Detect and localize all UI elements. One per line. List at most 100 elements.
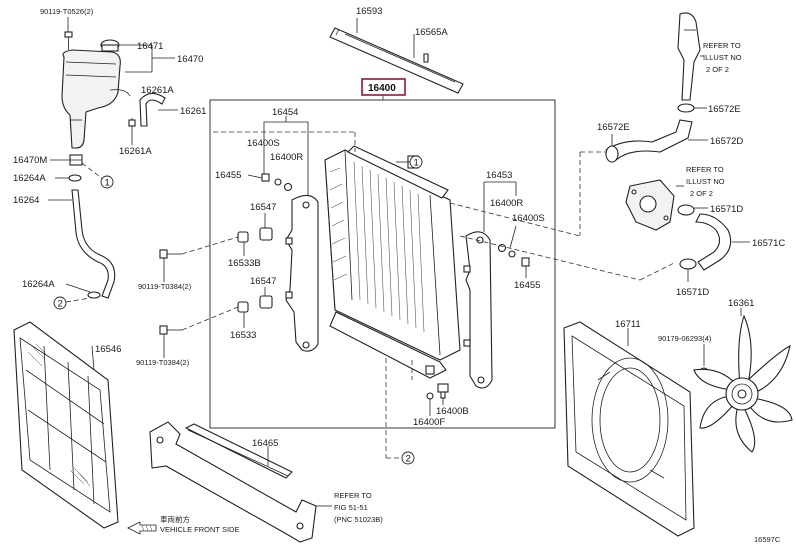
label-16572e-top[interactable]: 16572E xyxy=(597,122,630,133)
hose-clamp-16572e-bottom[interactable] xyxy=(605,145,619,163)
label-16400[interactable]: 16400 xyxy=(368,83,396,94)
label-16533[interactable]: 16533 xyxy=(230,330,256,341)
water-outlet-pipe[interactable] xyxy=(677,12,701,101)
ref1-line3[interactable]: 2 OF 2 xyxy=(706,65,729,74)
bushing-16400s-right[interactable] xyxy=(508,250,516,258)
label-16264a-bot[interactable]: 16264A xyxy=(22,279,55,290)
ref3-line3[interactable]: (PNC 51023B) xyxy=(334,515,383,524)
bolt-16455-left[interactable] xyxy=(261,173,270,182)
label-16572e[interactable]: 16572E xyxy=(708,104,741,115)
radiator-support-16453[interactable] xyxy=(463,231,493,389)
label-16400b[interactable]: 16400B xyxy=(436,406,469,417)
fan-shroud-16711[interactable] xyxy=(563,321,695,537)
hose-16261[interactable] xyxy=(139,92,166,127)
ref2-line1[interactable]: REFER TO xyxy=(686,165,724,174)
label-90119-t0384-a[interactable]: 90119-T0384(2) xyxy=(138,282,192,291)
label-16400r-right[interactable]: 16400R xyxy=(490,198,523,209)
cushion-16533[interactable] xyxy=(237,301,249,313)
cushion-16547-b[interactable] xyxy=(259,295,273,309)
label-16533b[interactable]: 16533B xyxy=(228,258,261,269)
upper-hose-16572d[interactable] xyxy=(605,119,693,161)
bolt-16455-right[interactable] xyxy=(521,257,530,267)
label-90119-t0384-b[interactable]: 90119-T0384(2) xyxy=(136,358,190,367)
hose-clamp-16571d-top[interactable] xyxy=(677,204,695,216)
bushing-16400s-left[interactable] xyxy=(274,178,282,186)
water-inlet-housing[interactable] xyxy=(625,179,675,231)
label-16400r-left[interactable]: 16400R xyxy=(270,152,303,163)
cap-16470m[interactable] xyxy=(69,154,83,166)
ref1-line2[interactable]: ILLUST NO xyxy=(703,53,742,62)
hose-clamp-16571d-bottom[interactable] xyxy=(679,258,697,270)
cushion-16400r-left[interactable] xyxy=(283,182,293,192)
label-16572d[interactable]: 16572D xyxy=(710,136,743,147)
ref-circle-1-center xyxy=(409,155,423,169)
vehicle-front-jp-label: 車両前方 xyxy=(160,514,190,524)
label-16453[interactable]: 16453 xyxy=(486,170,512,181)
part-16400-highlight-box[interactable] xyxy=(361,78,406,96)
hose-clamp-16572e-top[interactable] xyxy=(677,103,695,113)
label-90119-t0526[interactable]: 90119-T0526(2) xyxy=(40,7,94,16)
seal-bar-16465[interactable] xyxy=(184,423,293,479)
label-16571c[interactable]: 16571C xyxy=(752,238,785,249)
radiator-support-16454[interactable] xyxy=(285,194,319,352)
ref3-line2[interactable]: FIG 51-51 xyxy=(334,503,368,512)
reservoir-cap-16471[interactable] xyxy=(100,39,120,52)
label-16455-right[interactable]: 16455 xyxy=(514,280,540,291)
overflow-hose-16264[interactable] xyxy=(71,189,116,299)
lower-shroud-16546[interactable] xyxy=(13,321,119,529)
ref-circle-1-left xyxy=(100,175,114,189)
radiator-core-16400[interactable] xyxy=(324,145,461,379)
label-16465[interactable]: 16465 xyxy=(252,438,278,449)
label-16455-left[interactable]: 16455 xyxy=(215,170,241,181)
lower-hose-16571c[interactable] xyxy=(695,213,732,271)
label-16546[interactable]: 16546 xyxy=(95,344,121,355)
label-16571d-bottom[interactable]: 16571D xyxy=(676,287,709,298)
ref1-line1[interactable]: REFER TO xyxy=(703,41,741,50)
clip-16565a[interactable] xyxy=(423,53,429,63)
bolt-90119-t0384-b[interactable] xyxy=(159,325,182,335)
ref-circle-2-left xyxy=(53,296,67,310)
label-16400s-left[interactable]: 16400S xyxy=(247,138,280,149)
lower-support-bracket[interactable] xyxy=(149,421,317,543)
label-16571d-top[interactable]: 16571D xyxy=(710,204,743,215)
label-16547-b[interactable]: 16547 xyxy=(250,276,276,287)
ref2-line2[interactable]: ILLUST NO xyxy=(686,177,725,186)
label-16264a-top[interactable]: 16264A xyxy=(13,173,46,184)
cooling-fan-16361[interactable] xyxy=(693,314,793,453)
ref3-line1[interactable]: REFER TO xyxy=(334,491,372,500)
label-16565a[interactable]: 16565A xyxy=(415,27,448,38)
label-16264[interactable]: 16264 xyxy=(13,195,39,206)
radiator-support-bar-16593[interactable] xyxy=(329,27,464,94)
label-16261a-top[interactable]: 16261A xyxy=(141,85,174,96)
label-16400s-right[interactable]: 16400S xyxy=(512,213,545,224)
circle-label-1-center: 1 xyxy=(414,158,419,169)
label-16471[interactable]: 16471 xyxy=(137,41,163,52)
ref2-line3[interactable]: 2 OF 2 xyxy=(690,189,713,198)
label-16261a-bot[interactable]: 16261A xyxy=(119,146,152,157)
figure-id: 16597C xyxy=(754,535,781,544)
label-16547-a[interactable]: 16547 xyxy=(250,202,276,213)
label-16400f[interactable]: 16400F xyxy=(413,417,445,428)
drain-cock-16400b[interactable] xyxy=(437,383,449,399)
clip-16261a[interactable] xyxy=(128,119,136,127)
o-ring-16400f[interactable] xyxy=(426,392,434,400)
label-16593[interactable]: 16593 xyxy=(356,6,382,17)
label-16470[interactable]: 16470 xyxy=(177,54,203,65)
label-16470m[interactable]: 16470M xyxy=(13,155,47,166)
bolt-90119-t0384-a[interactable] xyxy=(159,249,182,259)
circle-label-2-center: 2 xyxy=(406,454,411,465)
label-90179-06293[interactable]: 90179-06293(4) xyxy=(658,334,712,343)
hose-clamp-16264a-top[interactable] xyxy=(68,174,82,182)
cushion-16533b[interactable] xyxy=(237,231,249,243)
reservoir-tank-16470[interactable] xyxy=(61,49,121,149)
label-16361[interactable]: 16361 xyxy=(728,298,754,309)
label-16261[interactable]: 16261 xyxy=(180,106,206,117)
bolt-90119-t0526[interactable] xyxy=(64,31,73,50)
label-16711[interactable]: 16711 xyxy=(615,319,641,330)
cushion-16547-a[interactable] xyxy=(259,227,273,241)
hose-clamp-16264a-bot[interactable] xyxy=(87,291,101,299)
circle-label-1-left: 1 xyxy=(105,178,110,189)
label-16454[interactable]: 16454 xyxy=(272,107,298,118)
